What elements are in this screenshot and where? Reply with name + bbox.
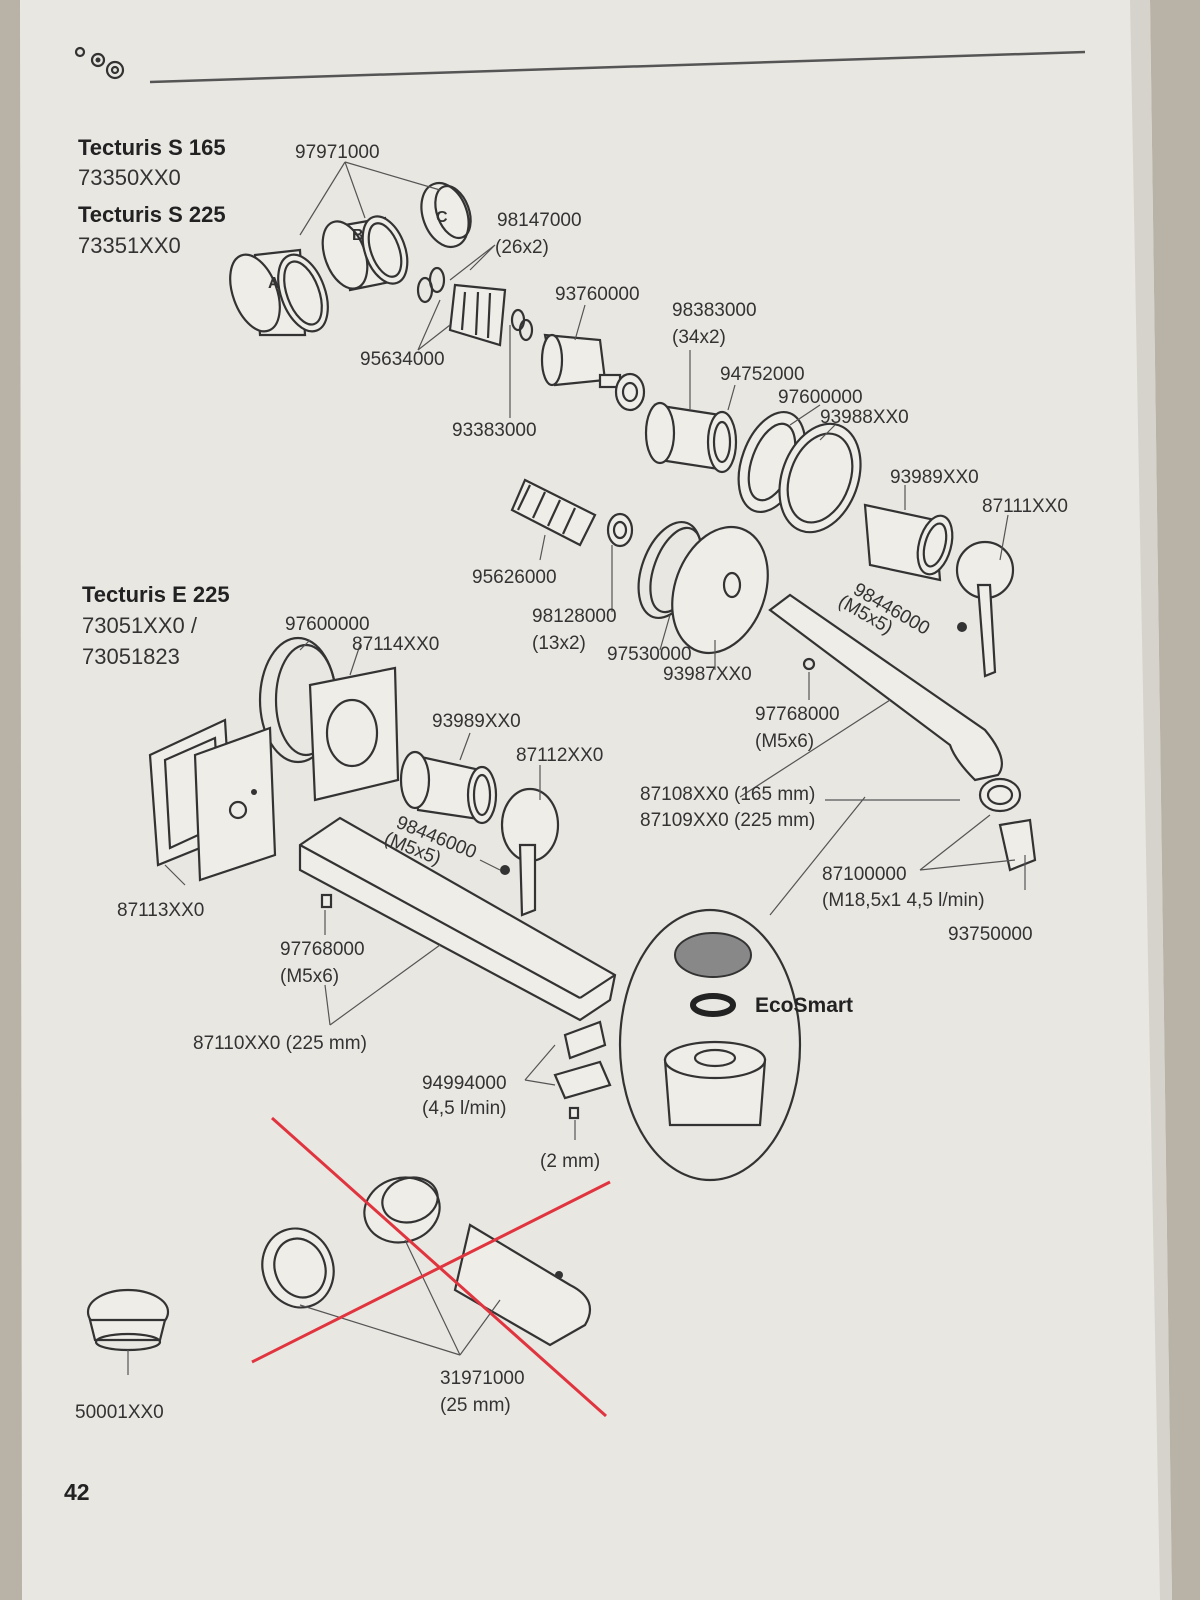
label-87110XX0: 87110XX0 (225 mm) <box>193 1033 367 1054</box>
label-95634000: 95634000 <box>360 349 445 370</box>
label-98383000: 98383000 <box>672 300 757 321</box>
label-93988XX0: 93988XX0 <box>820 407 909 428</box>
label-93987XX0: 93987XX0 <box>663 664 752 685</box>
drain-plug <box>86 1288 170 1352</box>
square-frame-e <box>148 718 277 882</box>
label-87100000: 87100000 <box>822 864 907 885</box>
label-98128000: 98128000 <box>532 606 617 627</box>
sleeve-b: B <box>321 215 409 292</box>
label-31971000: 31971000 <box>440 1368 525 1389</box>
spout-s <box>768 593 1003 782</box>
diverter-insert <box>448 283 507 347</box>
label-98147000: 98147000 <box>497 210 582 231</box>
callout-b: B <box>352 227 364 244</box>
label-2mm: (2 mm) <box>540 1151 600 1172</box>
aerator-s <box>978 777 1037 872</box>
label-93760000: 93760000 <box>555 284 640 305</box>
callout-c: C <box>436 209 448 226</box>
label-93750000: 93750000 <box>948 924 1033 945</box>
bonnet-nut <box>644 401 738 474</box>
leader-lines <box>127 161 1026 1375</box>
rosette-rings <box>737 410 862 534</box>
label-94994000: 94994000 <box>422 1073 507 1094</box>
o-ring-set <box>416 266 534 342</box>
label-ecosmart: EcoSmart <box>755 994 853 1017</box>
label-87109XX0: 87109XX0 (225 mm) <box>640 810 815 831</box>
lever-handle-e <box>500 787 560 917</box>
sleeve-a: A <box>229 248 329 337</box>
red-cross-stroke-2 <box>251 1180 611 1364</box>
ecosmart-detail <box>618 908 802 1182</box>
label-97768000-e-note: (M5x6) <box>280 966 339 987</box>
lever-handle-s <box>955 540 1015 678</box>
label-97530000: 97530000 <box>607 644 692 665</box>
wall-plate-s <box>671 525 769 655</box>
label-87100000-note: (M18,5x1 4,5 l/min) <box>822 890 985 911</box>
label-97600000-s: 97600000 <box>778 387 863 408</box>
label-87113XX0: 87113XX0 <box>117 900 204 921</box>
label-87114XX0: 87114XX0 <box>352 634 439 655</box>
spare-parts-icon <box>74 46 125 80</box>
callout-a: A <box>268 275 280 292</box>
cartridge <box>540 333 646 412</box>
page-number: 42 <box>64 1479 90 1505</box>
model-title-s165: Tecturis S 165 <box>78 135 226 160</box>
label-93989XX0-s: 93989XX0 <box>890 467 979 488</box>
label-97971000: 97971000 <box>295 142 380 163</box>
page-edge-shadow <box>1130 0 1172 1600</box>
label-97600000-e: 97600000 <box>285 614 370 635</box>
handle-sleeve-s <box>863 503 954 582</box>
paper-sheet <box>20 0 1172 1600</box>
extension-set-crossed-out <box>261 1176 592 1347</box>
model-code-e225: 73051XX0 / <box>82 613 198 638</box>
threaded-extension <box>510 478 634 548</box>
label-50001XX0: 50001XX0 <box>75 1402 164 1423</box>
label-97768000-e: 97768000 <box>280 939 365 960</box>
label-31971000-note: (25 mm) <box>440 1395 511 1416</box>
label-97768000-s: 97768000 <box>755 704 840 725</box>
label-87111XX0: 87111XX0 <box>982 496 1068 517</box>
label-94752000: 94752000 <box>720 364 805 385</box>
header-rule <box>149 50 1086 84</box>
handle-sleeve-e <box>399 750 498 825</box>
label-87112XX0: 87112XX0 <box>516 745 603 766</box>
label-97768000-s-note: (M5x6) <box>755 731 814 752</box>
model-title-s225: Tecturis S 225 <box>78 202 226 227</box>
label-95626000: 95626000 <box>472 567 557 588</box>
spout-e <box>298 816 617 1022</box>
model-title-e225: Tecturis E 225 <box>82 582 230 607</box>
model-code-s225: 73351XX0 <box>78 233 181 258</box>
square-plate-e <box>308 666 400 802</box>
sleeve-c: C <box>420 181 472 249</box>
model-code-s165: 73350XX0 <box>78 165 181 190</box>
model-code-e225-alt: 73051823 <box>82 644 180 669</box>
aerator-inserts-e <box>553 1020 612 1120</box>
label-98147000-note: (26x2) <box>495 237 549 258</box>
label-93383000: 93383000 <box>452 420 537 441</box>
label-98128000-note: (13x2) <box>532 633 586 654</box>
label-93989XX0-e: 93989XX0 <box>432 711 521 732</box>
label-87108XX0: 87108XX0 (165 mm) <box>640 784 815 805</box>
label-98383000-note: (34x2) <box>672 327 726 348</box>
label-94994000-note: (4,5 l/min) <box>422 1098 506 1119</box>
